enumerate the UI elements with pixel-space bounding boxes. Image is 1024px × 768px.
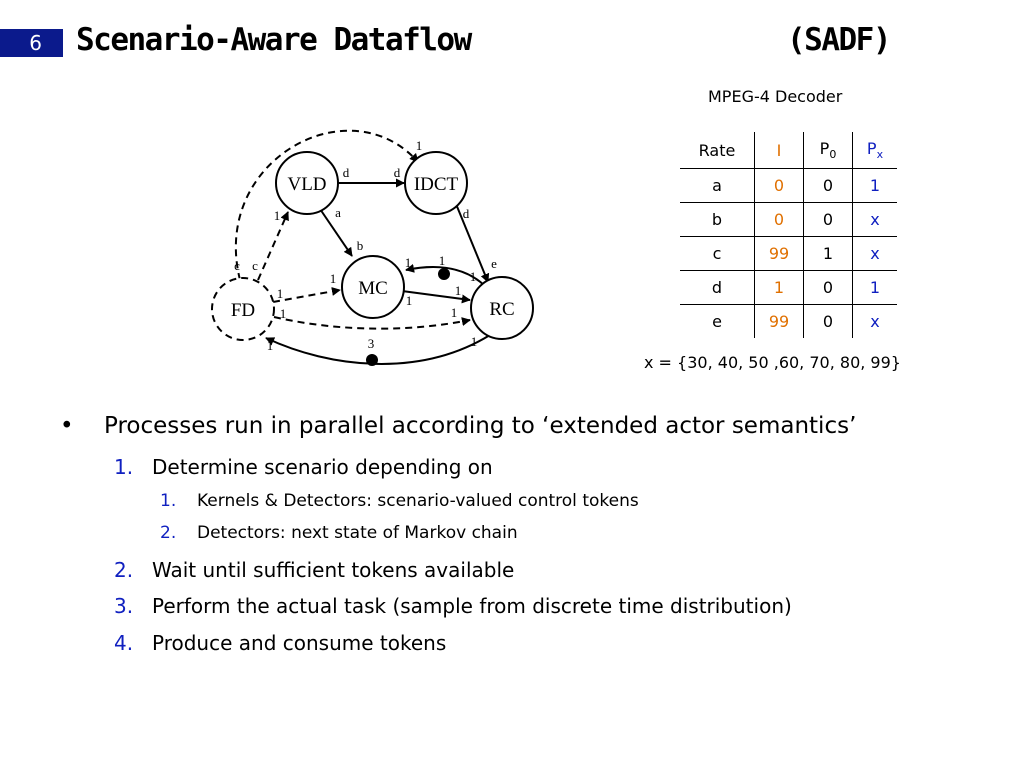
header-rate: Rate (680, 132, 755, 169)
rate-label: d (394, 165, 401, 180)
rate-label: 1 (267, 338, 274, 353)
rate-label: 1 (439, 253, 446, 268)
rate-label: e (491, 256, 497, 271)
sadf-graph-diagram: VLD IDCT MC RC FD 1 d d 1 a d b c c 1 1 … (211, 129, 534, 366)
rate-label: 1 (274, 208, 281, 223)
edge-rc-mc (405, 263, 486, 287)
x-value-set: x = {30, 40, 50 ,60, 70, 80, 99} (644, 353, 901, 372)
rate-label: 3 (368, 336, 375, 351)
rate-label: a (335, 205, 341, 220)
initial-token (366, 354, 378, 366)
header-i: I (754, 132, 804, 169)
edge-rc-fd (265, 334, 491, 365)
rate-label: 1 (416, 138, 423, 153)
slide-number: 6 (0, 29, 63, 57)
rate-label: 1 (451, 305, 458, 320)
rate-label: 1 (277, 286, 284, 301)
node-fd: FD (231, 300, 255, 321)
rate-label: 1 (330, 271, 337, 286)
edge-fd-idct (234, 129, 419, 281)
node-rc-circle (470, 276, 534, 340)
bullet-mark: • (60, 413, 74, 439)
edge-vld-mc (317, 205, 353, 257)
edge-fd-rc (273, 316, 471, 330)
rate-label: c (234, 258, 240, 273)
rate-label: b (357, 238, 364, 253)
rate-label: 1 (471, 334, 478, 349)
rate-label: 1 (405, 255, 412, 270)
rate-label: 1 (470, 269, 477, 284)
edge-fd-vld (257, 211, 289, 281)
header-px: Px (852, 132, 897, 169)
slide-title-abbreviation: (SADF) (787, 22, 891, 58)
node-vld: VLD (287, 174, 326, 195)
rate-label: c (252, 258, 258, 273)
node-rc: RC (489, 299, 514, 320)
node-mc-circle (341, 255, 405, 319)
table-header-row: Rate I P0 Px (680, 132, 897, 169)
node-vld-circle (275, 151, 339, 215)
node-mc: MC (358, 278, 388, 299)
initial-token (438, 268, 450, 280)
rate-label: 1 (280, 306, 287, 321)
rate-label: d (463, 206, 470, 221)
node-idct-circle (404, 151, 468, 215)
node-idct: IDCT (414, 174, 459, 195)
node-fd-circle (211, 277, 275, 341)
rate-label: 1 (455, 283, 462, 298)
header-p0: P0 (803, 132, 853, 169)
slide-title: Scenario-Aware Dataflow (76, 22, 472, 58)
rate-label: 1 (406, 293, 413, 308)
edge-mc-rc (401, 290, 471, 304)
bullet-main-text: Processes run in parallel according to ‘… (104, 413, 857, 439)
rate-label: d (343, 165, 350, 180)
edge-idct-rc (455, 203, 490, 283)
table-caption: MPEG-4 Decoder (708, 87, 843, 106)
